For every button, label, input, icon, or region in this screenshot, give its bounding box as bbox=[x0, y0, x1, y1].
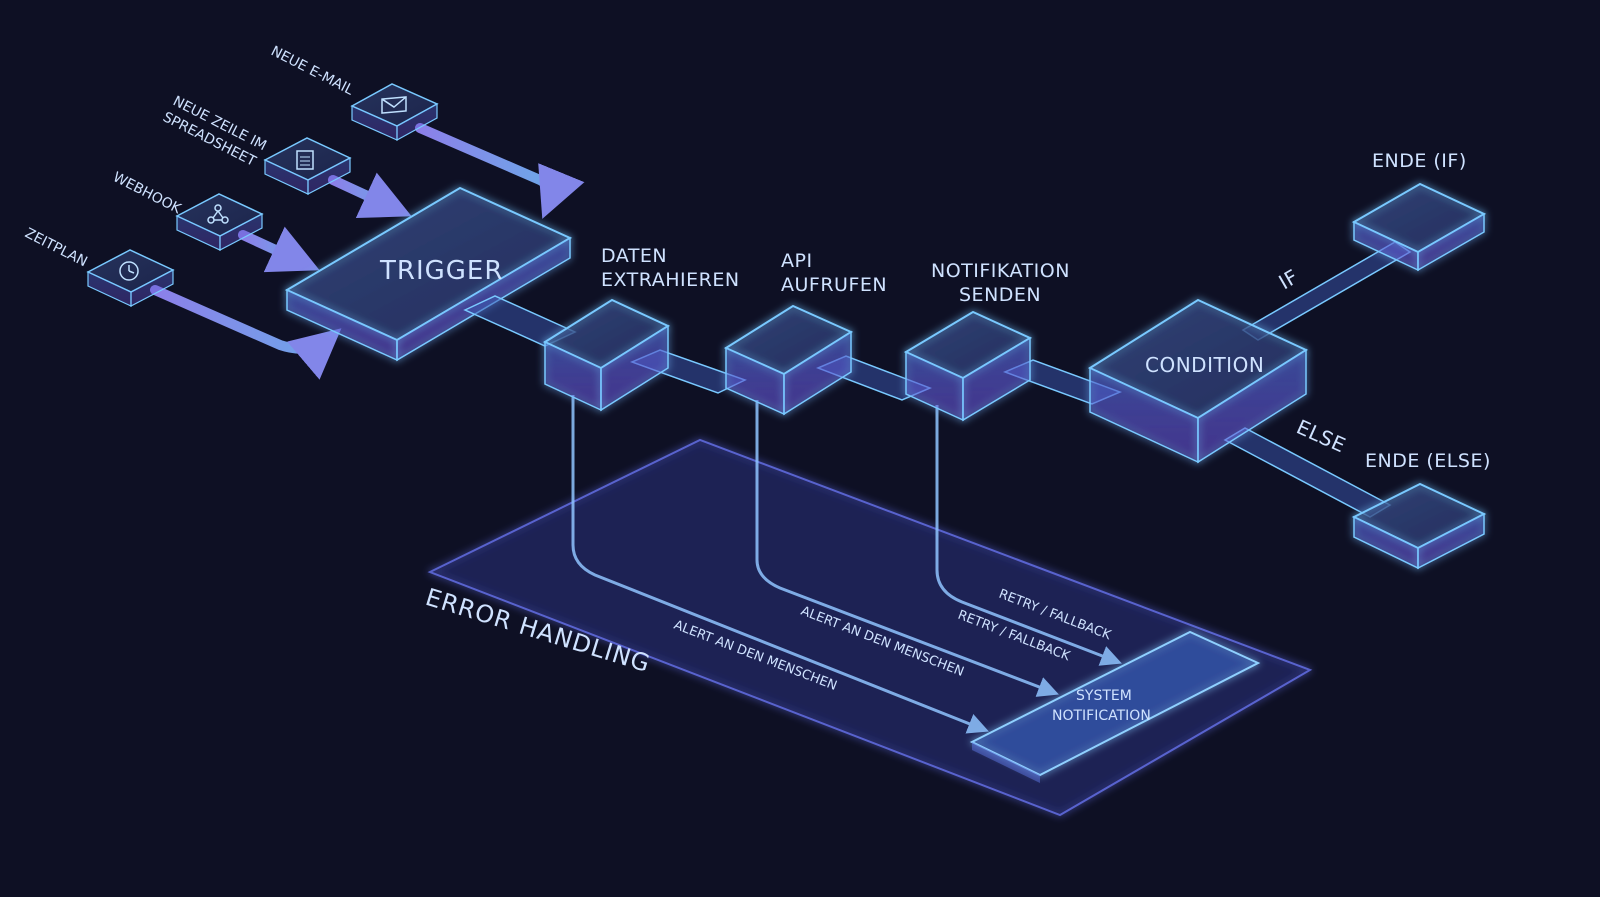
error-path-api bbox=[755, 400, 1059, 697]
step-api-node[interactable] bbox=[723, 304, 854, 416]
label-end-if: ENDE (IF) bbox=[1372, 150, 1467, 172]
label-system-notification-1: SYSTEM bbox=[1076, 688, 1132, 704]
webhook-icon bbox=[207, 204, 229, 224]
label-schedule: ZEITPLAN bbox=[22, 225, 90, 270]
label-else: ELSE bbox=[1293, 415, 1349, 458]
input-webhook-node[interactable] bbox=[175, 193, 264, 251]
label-end-else: ENDE (ELSE) bbox=[1365, 450, 1491, 472]
input-pipes bbox=[150, 123, 585, 380]
error-paths bbox=[571, 395, 1122, 734]
trigger-node[interactable] bbox=[284, 186, 573, 362]
label-trigger: TRIGGER bbox=[379, 256, 503, 286]
label-extract-2: EXTRAHIEREN bbox=[601, 269, 740, 291]
pipe-email bbox=[415, 123, 585, 219]
label-extract-1: DATEN bbox=[601, 245, 667, 267]
input-schedule-node[interactable] bbox=[86, 249, 175, 307]
step-extract-node[interactable] bbox=[542, 298, 671, 412]
label-webhook: WEBHOOK bbox=[110, 169, 184, 217]
system-notification-node[interactable] bbox=[969, 630, 1261, 783]
label-condition: CONDITION bbox=[1145, 353, 1264, 377]
pipe-webhook bbox=[238, 226, 320, 273]
step-notify-node[interactable] bbox=[903, 310, 1033, 422]
envelope-icon bbox=[381, 96, 407, 114]
end-if-node[interactable] bbox=[1351, 182, 1487, 272]
error-path-extract bbox=[571, 395, 989, 734]
label-api-2: AUFRUFEN bbox=[781, 274, 887, 296]
clock-icon bbox=[119, 261, 139, 281]
label-if: IF bbox=[1275, 264, 1303, 294]
pipe-spreadsheet bbox=[328, 172, 412, 219]
label-notify-2: SENDEN bbox=[959, 284, 1041, 306]
label-system-notification-2: NOTIFICATION bbox=[1052, 708, 1151, 724]
error-path-notify bbox=[935, 405, 1122, 666]
spreadsheet-icon bbox=[296, 150, 314, 170]
label-notify-1: NOTIFIKATION bbox=[931, 260, 1070, 282]
condition-node[interactable] bbox=[1087, 298, 1309, 464]
end-else-node[interactable] bbox=[1351, 482, 1487, 570]
label-api-1: API bbox=[781, 250, 813, 272]
label-email: NEUE E-MAIL bbox=[268, 43, 356, 98]
input-email-node[interactable] bbox=[350, 83, 439, 142]
pipe-if bbox=[1241, 241, 1412, 341]
input-spreadsheet-node[interactable] bbox=[263, 137, 352, 195]
pipe-schedule bbox=[150, 285, 342, 380]
